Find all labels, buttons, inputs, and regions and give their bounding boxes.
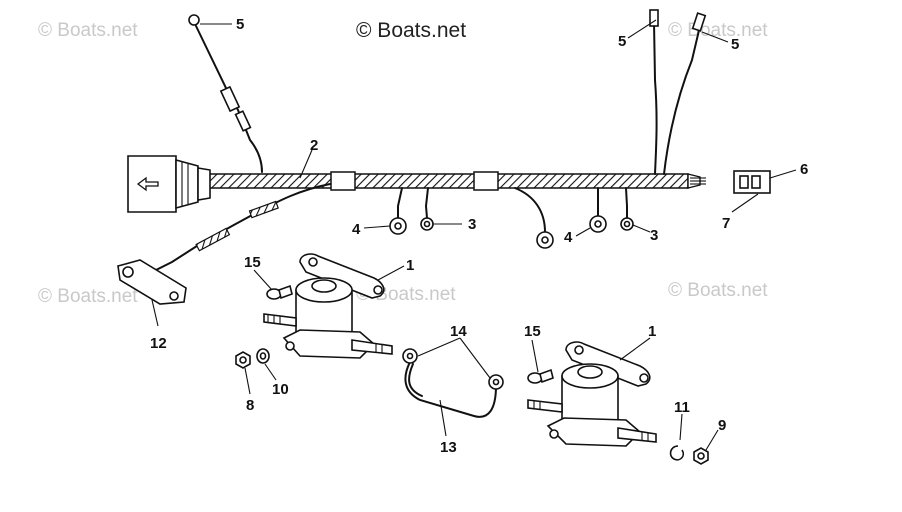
callout-9: 9 — [718, 417, 726, 434]
jumper-cable — [402, 348, 504, 418]
callout-4-right: 4 — [564, 229, 573, 246]
watermark-main: © Boats.net — [356, 19, 466, 42]
callout-15-right: 15 — [524, 323, 541, 340]
washer-left — [256, 348, 270, 364]
nut-right — [693, 447, 709, 465]
screw-left — [266, 284, 293, 300]
callout-11: 11 — [674, 399, 690, 416]
callout-14: 14 — [450, 323, 467, 340]
callout-5-top-left: 5 — [236, 16, 244, 33]
arrow-icon — [136, 176, 159, 192]
callout-7: 7 — [722, 215, 730, 232]
screw-right — [527, 368, 554, 384]
solenoid-left — [263, 253, 393, 359]
watermark-mid-left: © Boats.net — [38, 286, 138, 307]
callout-1-right: 1 — [648, 323, 656, 340]
callout-2: 2 — [310, 137, 318, 154]
callout-13: 13 — [440, 439, 457, 456]
washer-right — [669, 445, 685, 461]
callout-5-top-right-a: 5 — [618, 33, 626, 50]
callout-4-left: 4 — [352, 221, 361, 238]
callouts: 5 5 5 2 6 7 4 3 4 3 15 1 12 14 15 1 10 8… — [150, 16, 808, 456]
wiring-harness — [117, 9, 771, 305]
callout-6: 6 — [800, 161, 808, 178]
callout-12: 12 — [150, 335, 167, 352]
callout-8: 8 — [246, 397, 254, 414]
callout-10: 10 — [272, 381, 289, 398]
callout-3-left: 3 — [468, 216, 476, 233]
solenoid-right — [527, 341, 657, 447]
watermark-top-left: © Boats.net — [38, 20, 138, 41]
leader-lines — [151, 19, 797, 451]
callout-3-right: 3 — [650, 227, 658, 244]
callout-5-top-right-b: 5 — [731, 36, 739, 53]
nut-left — [235, 351, 251, 369]
callout-1-left: 1 — [406, 257, 414, 274]
watermark-mid-right: © Boats.net — [668, 280, 768, 301]
callout-15-left: 15 — [244, 254, 261, 271]
